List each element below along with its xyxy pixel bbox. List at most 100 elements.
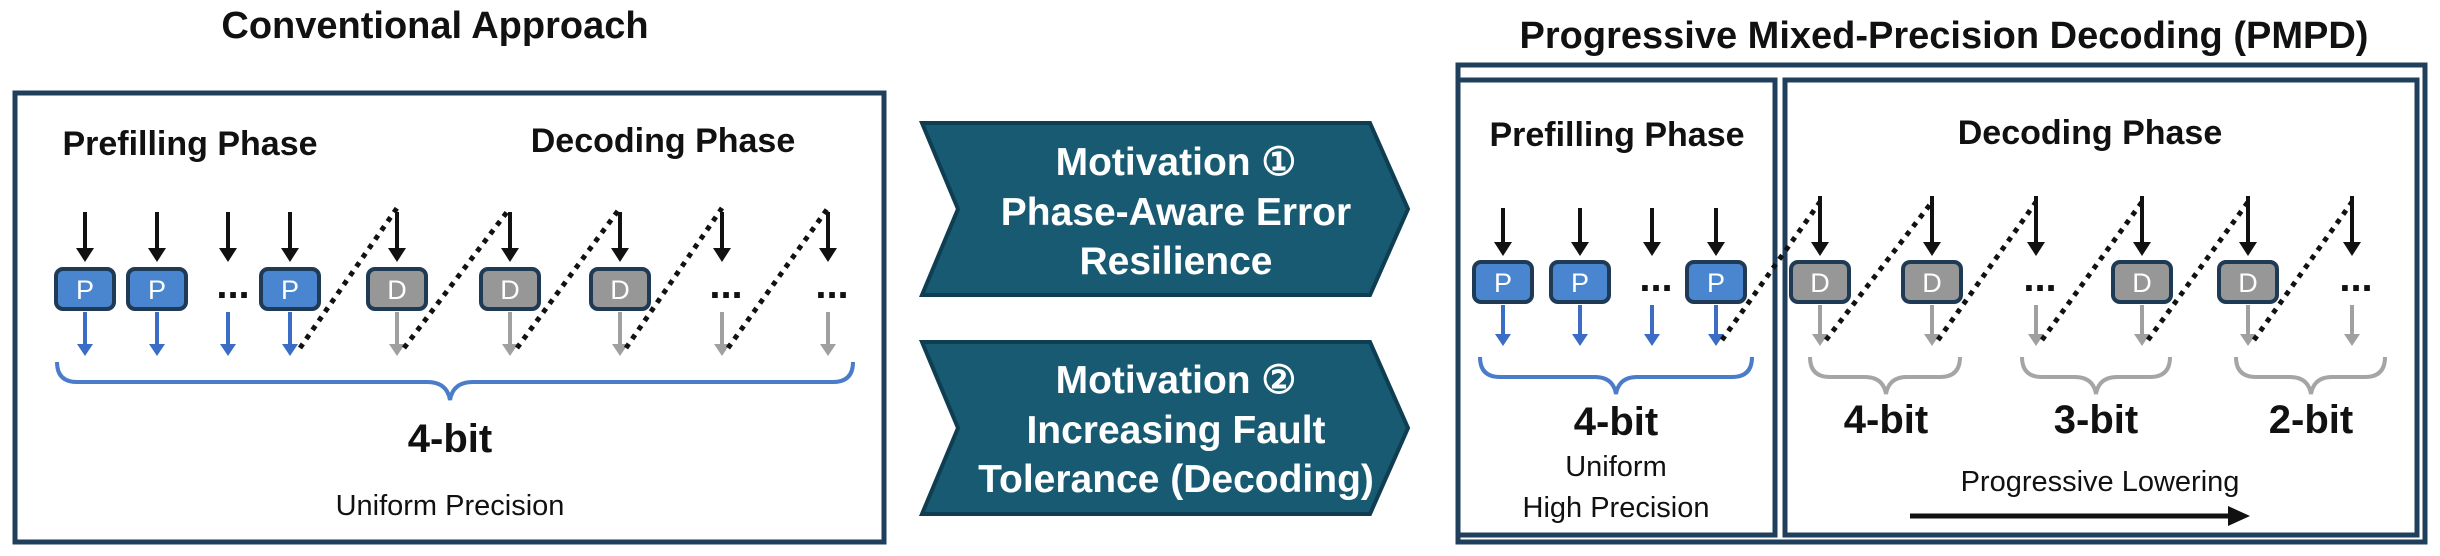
- motivation-1-chevron: [918, 121, 1411, 297]
- input-arrow-head: [1923, 242, 1941, 256]
- autoregressive-link: [514, 206, 623, 350]
- pmpd-prefill-brace: [1478, 356, 1754, 395]
- ellipsis: ...: [216, 263, 249, 307]
- input-arrow-head: [2133, 242, 2151, 256]
- conventional-prefill-label: Prefilling Phase: [62, 125, 317, 163]
- input-arrow-head: [2343, 242, 2361, 256]
- conventional-frame: [12, 90, 887, 545]
- pmpd-prefill-frame: [1455, 77, 1778, 538]
- decode-token-label: D: [500, 275, 520, 305]
- decode-token-box: [366, 267, 428, 311]
- input-arrow-head: [819, 248, 837, 262]
- prefill-token-box: [126, 267, 188, 311]
- input-arrow-head: [281, 248, 299, 262]
- output-arrow-head: [502, 344, 518, 356]
- pmpd-prefill-caption-1: Uniform: [1565, 451, 1667, 483]
- prefill-token-box: [1685, 260, 1747, 304]
- conventional-caption: Uniform Precision: [336, 490, 565, 522]
- decode-token-box: [589, 267, 651, 311]
- output-arrow-head: [2134, 334, 2150, 346]
- ellipsis: ...: [2023, 256, 2056, 300]
- decode-token-box: [1901, 260, 1963, 304]
- pmpd-lowering-arrow-head: [2228, 506, 2250, 526]
- pmpd-decode-bits-3: 3-bit: [2054, 398, 2138, 442]
- motivation-1-title: Motivation ①: [1056, 141, 1297, 184]
- input-arrow-head: [1707, 242, 1725, 256]
- output-arrow-head: [1572, 334, 1588, 346]
- output-arrow-head: [820, 344, 836, 356]
- input-arrow-head: [219, 248, 237, 262]
- ellipsis: ...: [709, 263, 742, 307]
- pmpd-brace-3bit: [2020, 356, 2172, 395]
- pmpd-decode-bits-2: 2-bit: [2269, 398, 2353, 442]
- conventional-bits: 4-bit: [408, 417, 492, 461]
- output-arrow-head: [714, 344, 730, 356]
- output-arrow-head: [612, 344, 628, 356]
- prefill-token-box: [1549, 260, 1611, 304]
- decode-token-box: [2217, 260, 2279, 304]
- conventional-token-row: P P P... D D D......: [54, 206, 849, 356]
- autoregressive-link: [725, 206, 831, 350]
- output-arrow-head: [2240, 334, 2256, 346]
- input-arrow-head: [501, 248, 519, 262]
- output-arrow-head: [1924, 334, 1940, 346]
- autoregressive-link: [1824, 200, 1934, 342]
- decode-token-label: D: [2132, 268, 2152, 298]
- pmpd-prefill-label: Prefilling Phase: [1489, 116, 1744, 154]
- pmpd-decode-bits-4: 4-bit: [1844, 398, 1928, 442]
- pmpd-title: Progressive Mixed-Precision Decoding (PM…: [1520, 15, 2369, 57]
- output-arrow-head: [1644, 334, 1660, 346]
- prefill-token-label: P: [281, 275, 299, 305]
- output-arrow-head: [1812, 334, 1828, 346]
- decode-token-box: [479, 267, 541, 311]
- output-arrow-head: [2028, 334, 2044, 346]
- pmpd-prefill-bits: 4-bit: [1574, 400, 1658, 444]
- motivation-2-line3: Tolerance (Decoding): [978, 458, 1374, 501]
- output-arrow-head: [282, 344, 298, 356]
- prefill-token-label: P: [148, 275, 166, 305]
- motivation-2-title: Motivation ②: [1056, 359, 1297, 402]
- motivation-1-line3: Resilience: [1080, 240, 1273, 283]
- conventional-decode-label: Decoding Phase: [531, 122, 796, 160]
- autoregressive-link: [402, 206, 512, 350]
- motivation-2-line2: Increasing Fault: [1026, 409, 1325, 452]
- input-arrow-head: [76, 248, 94, 262]
- input-arrow-head: [2027, 242, 2045, 256]
- ellipsis: ...: [1639, 256, 1672, 300]
- prefill-token-box: [54, 267, 116, 311]
- output-arrow-head: [1708, 334, 1724, 346]
- prefill-token-label: P: [1571, 268, 1589, 298]
- output-arrow-head: [389, 344, 405, 356]
- prefill-token-label: P: [1707, 268, 1725, 298]
- prefill-token-label: P: [76, 275, 94, 305]
- ellipsis: ...: [2339, 256, 2372, 300]
- prefill-token-box: [259, 267, 321, 311]
- ellipsis: ...: [815, 263, 848, 307]
- input-arrow-head: [713, 248, 731, 262]
- input-arrow-head: [1571, 242, 1589, 256]
- decode-token-label: D: [1810, 268, 1830, 298]
- conventional-title: Conventional Approach: [221, 5, 648, 47]
- pmpd-brace-2bit: [2234, 356, 2387, 395]
- input-arrow-head: [1494, 242, 1512, 256]
- output-arrow-head: [1495, 334, 1511, 346]
- conventional-brace: [55, 361, 855, 401]
- prefill-token-box: [1472, 260, 1534, 304]
- motivation-2-chevron: [918, 340, 1411, 516]
- output-arrow-head: [2344, 334, 2360, 346]
- decode-token-box: [1789, 260, 1851, 304]
- output-arrow-head: [149, 344, 165, 356]
- input-arrow-head: [2239, 242, 2257, 256]
- decode-token-label: D: [610, 275, 630, 305]
- decode-token-label: D: [387, 275, 407, 305]
- motivation-1-line2: Phase-Aware Error: [1001, 191, 1351, 234]
- input-arrow-head: [1643, 242, 1661, 256]
- prefill-token-label: P: [1494, 268, 1512, 298]
- input-arrow-head: [611, 248, 629, 262]
- decode-token-label: D: [2238, 268, 2258, 298]
- decode-token-box: [2111, 260, 2173, 304]
- pmpd-prefill-caption-2: High Precision: [1523, 492, 1710, 524]
- pmpd-brace-4bit: [1808, 356, 1962, 395]
